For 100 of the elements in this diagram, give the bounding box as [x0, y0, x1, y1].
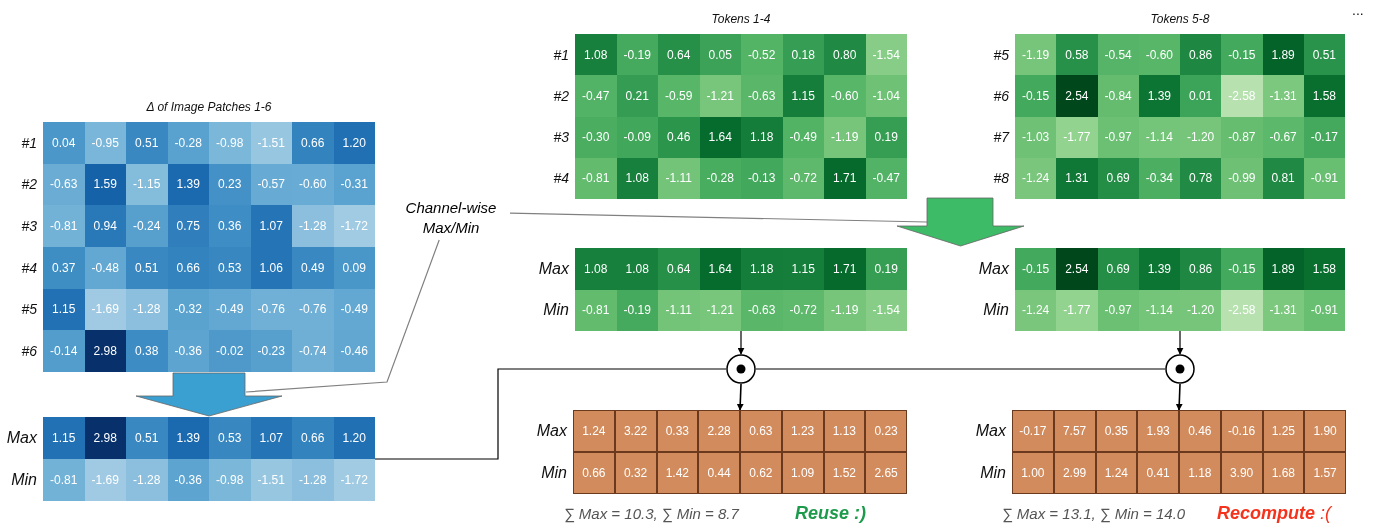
matrix-cell: 1.08 — [575, 34, 617, 76]
row-label: Min — [979, 463, 1006, 483]
matrix-cell: -0.15 — [1221, 248, 1263, 290]
matrix-cell: 0.41 — [1137, 452, 1179, 494]
matrix-cell: 0.23 — [865, 410, 907, 452]
row-label: #5 — [992, 45, 1009, 65]
matrix-cell: -0.46 — [333, 330, 375, 372]
matrix-cell: -1.69 — [84, 288, 126, 331]
matrix-cell: 3.90 — [1220, 452, 1263, 494]
sum-note: ∑ Max = 10.3, ∑ Min = 8.7 — [564, 505, 739, 522]
matrix-title: Tokens 1-4 — [710, 12, 772, 26]
matrix-cell: 0.51 — [126, 247, 168, 289]
matrix-cell: -0.28 — [167, 122, 209, 164]
ellipsis-text: ... — [1352, 2, 1364, 18]
matrix-cell: 1.15 — [782, 75, 824, 117]
matrix-cell: 1.09 — [781, 452, 824, 494]
matrix-cell: -0.52 — [741, 34, 783, 76]
matrix-cell: 1.06 — [250, 247, 292, 289]
matrix-cell: 1.71 — [824, 248, 866, 290]
arrow — [736, 383, 744, 411]
matrix-cell: -0.99 — [1221, 157, 1263, 199]
matrix-cell: 1.58 — [1303, 75, 1345, 117]
matrix-cell: -1.72 — [333, 459, 375, 501]
matrix-cell: 0.19 — [865, 116, 907, 158]
matrix-cell: 1.07 — [250, 205, 292, 247]
matrix-cell: 0.18 — [782, 34, 824, 76]
matrix-cell: -0.91 — [1303, 157, 1345, 199]
matrix-cell: -1.72 — [333, 205, 375, 247]
matrix-cell: -0.09 — [616, 116, 658, 158]
matrix-cell: 0.81 — [1262, 157, 1304, 199]
matrix-cell: 1.39 — [1138, 248, 1180, 290]
matrix-cell: 2.54 — [1056, 248, 1098, 290]
matrix-cell: -0.57 — [250, 163, 292, 206]
row-label: Max — [5, 428, 37, 448]
matrix-cell: 0.32 — [614, 452, 657, 494]
matrix-cell: -0.81 — [575, 157, 617, 199]
matrix-cell: 1.07 — [250, 417, 292, 459]
matrix-cell: 0.94 — [84, 205, 126, 247]
matrix-cell: -0.81 — [575, 289, 617, 331]
matrix-cell: -0.16 — [1220, 410, 1263, 452]
matrix-cell: -0.98 — [209, 122, 251, 164]
row-label: #4 — [552, 169, 569, 189]
block-arrow — [135, 372, 283, 417]
matrix-cell: 2.54 — [1056, 75, 1098, 117]
row-label: Max — [535, 421, 567, 441]
matrix-cell: -1.11 — [658, 157, 700, 199]
matrix-cell: 1.00 — [1012, 452, 1054, 494]
matrix-cell: -1.28 — [126, 288, 168, 331]
matrix-cell: -0.47 — [865, 157, 907, 199]
sum-note: ∑ Max = 13.1, ∑ Min = 14.0 — [1002, 505, 1186, 522]
matrix-cell: 0.66 — [292, 122, 334, 164]
matrix-cell: -1.31 — [1262, 289, 1304, 331]
matrix-cell: 1.15 — [43, 288, 85, 331]
matrix-cell: -1.77 — [1056, 289, 1098, 331]
row-label: #7 — [992, 128, 1009, 148]
matrix-cell: -0.74 — [292, 330, 334, 372]
matrix-cell: -1.21 — [699, 75, 741, 117]
matrix-cell: 0.64 — [658, 34, 700, 76]
matrix-cell: 0.86 — [1180, 248, 1222, 290]
row-label: #2 — [552, 86, 569, 106]
matrix-cell: -0.84 — [1097, 75, 1139, 117]
matrix-cell: 1.59 — [84, 163, 126, 206]
row-label: #2 — [20, 175, 37, 195]
arrow — [1175, 383, 1183, 411]
matrix-cell: -0.76 — [292, 288, 334, 331]
matrix-cell: 1.68 — [1262, 452, 1305, 494]
matrix-cell: -0.87 — [1221, 116, 1263, 158]
matrix-cell: -0.63 — [741, 289, 783, 331]
matrix-cell: 1.64 — [699, 116, 741, 158]
matrix-cell: -0.31 — [333, 163, 375, 206]
matrix-cell: 1.57 — [1304, 452, 1346, 494]
arrow — [1176, 330, 1184, 355]
matrix-cell: 1.64 — [699, 248, 741, 290]
row-label: #4 — [20, 258, 37, 278]
annotation-text: Channel-wise Max/Min — [404, 198, 498, 238]
matrix-cell: -0.13 — [741, 157, 783, 199]
matrix-cell: -0.63 — [741, 75, 783, 117]
matrix-cell: 1.18 — [741, 248, 783, 290]
matrix-cell: -1.28 — [292, 459, 334, 501]
matrix-cell: -0.49 — [782, 116, 824, 158]
matrix-cell: 1.15 — [782, 248, 824, 290]
matrix-cell: 1.93 — [1137, 410, 1179, 452]
matrix-cell: -0.32 — [167, 288, 209, 331]
matrix-cell: -0.95 — [84, 122, 126, 164]
row-label: #5 — [20, 300, 37, 320]
matrix-cell: -0.28 — [699, 157, 741, 199]
matrix-cell: -0.97 — [1097, 116, 1139, 158]
matrix-cell: -0.48 — [84, 247, 126, 289]
matrix-cell: 0.51 — [126, 122, 168, 164]
matrix-cell: 0.46 — [1179, 410, 1221, 452]
row-label: #6 — [20, 342, 37, 362]
matrix-cell: -1.54 — [865, 289, 907, 331]
matrix-cell: -1.28 — [126, 459, 168, 501]
matrix-cell: -0.19 — [616, 34, 658, 76]
row-label: Max — [977, 258, 1009, 279]
matrix-cell: 0.63 — [740, 410, 782, 452]
matrix-cell: -0.17 — [1012, 410, 1054, 452]
matrix-cell: -1.20 — [1180, 116, 1222, 158]
matrix-cell: 1.08 — [575, 248, 617, 290]
matrix-cell: -0.15 — [1015, 248, 1057, 290]
